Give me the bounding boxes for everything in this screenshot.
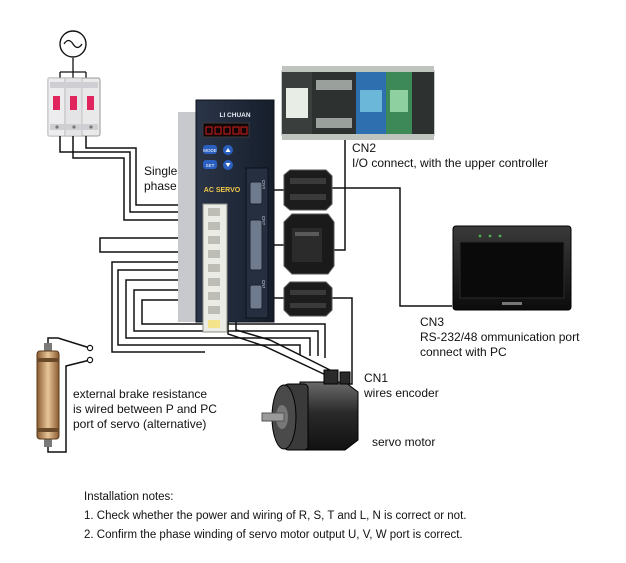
cn3-port <box>249 181 263 205</box>
driver-model: AC SERVO <box>204 187 241 194</box>
notes-title: Installation notes: <box>84 491 174 503</box>
cn3-connector <box>283 169 333 211</box>
single-phase-label-1: Single <box>144 164 178 178</box>
ac-source-icon <box>59 30 87 80</box>
port-cn1-label: CN1 <box>261 280 266 289</box>
cn3-title: CN3 <box>420 315 444 329</box>
seven-segment-display <box>205 126 248 135</box>
note-item-1: 1. Check whether the power and wiring of… <box>84 510 467 522</box>
mode-button[interactable] <box>203 145 217 154</box>
note-item-2: 2. Confirm the phase winding of servo mo… <box>84 529 463 541</box>
cn2-title: CN2 <box>352 141 376 155</box>
servo-driver: LI CHUAN MODE SET AC SERVO CN3 CN2 CN1 <box>178 99 275 333</box>
brake-resistor-icon <box>36 343 60 447</box>
cn2-connector <box>283 213 335 275</box>
mode-button-label: MODE <box>203 148 217 153</box>
set-button-label: SET <box>206 163 215 168</box>
cn2-port <box>249 219 263 271</box>
cn1-connector <box>283 281 333 317</box>
cn1-title: CN1 <box>364 371 388 385</box>
brake-label-2: is wired between P and PC <box>73 402 217 416</box>
single-phase-label-2: phase <box>144 179 177 193</box>
brake-label-1: external brake resistance <box>73 387 207 401</box>
hmi-touchscreen <box>452 225 572 311</box>
terminal-block <box>202 203 228 333</box>
cn1-description: wires encoder <box>363 386 439 400</box>
driver-brand: LI CHUAN <box>219 112 250 119</box>
servo-motor-icon <box>261 369 359 451</box>
cn3-description-1: RS-232/48 ommunication port <box>420 330 580 344</box>
cn2-description: I/O connect, with the upper controller <box>352 156 548 170</box>
cn3-description-2: connect with PC <box>420 345 507 359</box>
servo-motor-label: servo motor <box>372 435 435 449</box>
cn1-port <box>249 284 263 310</box>
circuit-breaker-icon <box>47 77 101 137</box>
port-cn3-label: CN3 <box>261 180 266 189</box>
plc-controller <box>281 66 435 140</box>
diagram-labels: Single phase CN2 I/O connect, with the u… <box>73 141 580 449</box>
set-button[interactable] <box>203 160 217 169</box>
port-cn2-label: CN2 <box>261 216 266 225</box>
wiring <box>47 128 452 453</box>
brake-label-3: port of servo (alternative) <box>73 417 206 431</box>
installation-notes: Installation notes: 1. Check whether the… <box>84 488 466 545</box>
